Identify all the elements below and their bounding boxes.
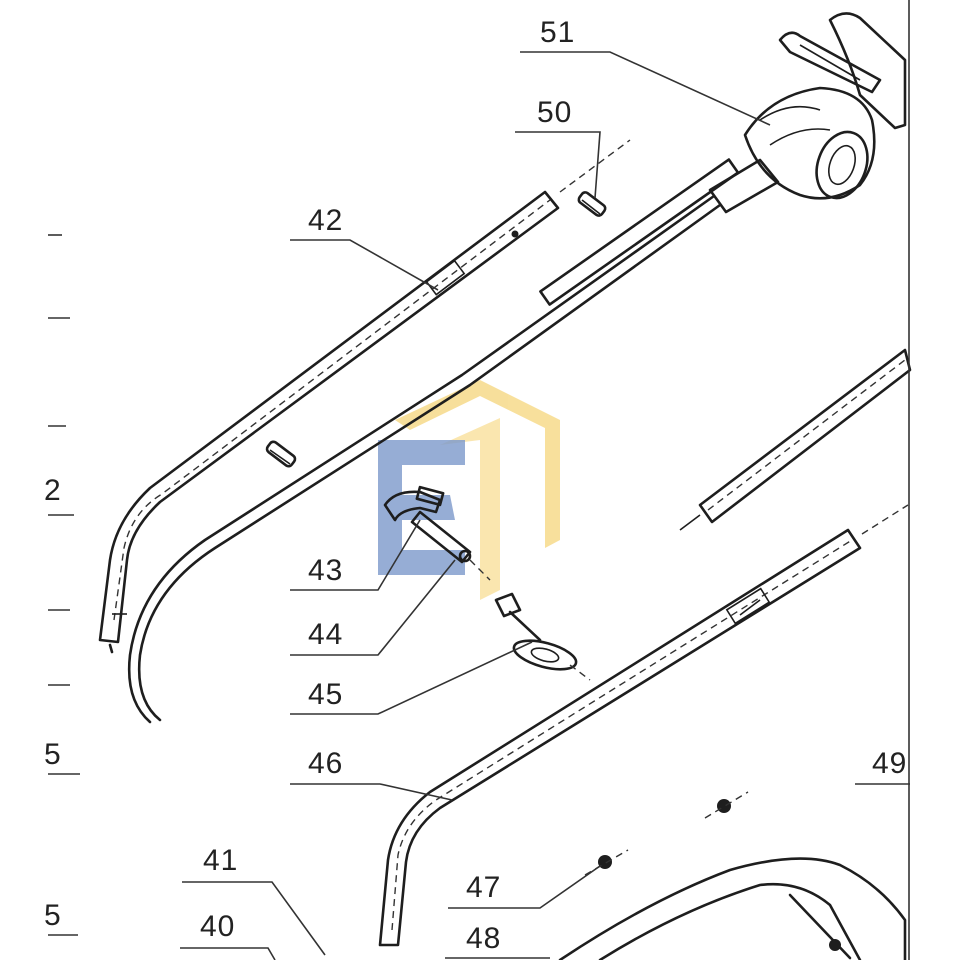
watermark-logo <box>378 380 560 600</box>
edge-mark-3: 5 <box>44 899 62 932</box>
label-48: 48 <box>466 922 501 955</box>
edge-mark-2: 5 <box>44 738 62 771</box>
label-41: 41 <box>203 844 238 877</box>
label-51: 51 <box>540 16 575 49</box>
part-46-lower-handle-tube <box>378 504 909 947</box>
part-42-upper-handle-tube <box>98 190 560 654</box>
part-51-throttle-cable <box>127 12 907 724</box>
part-48-lower-frame <box>558 857 907 960</box>
label-42: 42 <box>308 204 343 237</box>
edge-mark-1: 2 <box>44 474 62 507</box>
part-47-bolt <box>584 849 629 876</box>
right-mid-tube <box>679 348 912 531</box>
handle-clip-small <box>265 440 297 468</box>
part-43-44-cam-lever <box>383 485 491 581</box>
label-49: 49 <box>872 747 907 780</box>
label-46: 46 <box>308 747 343 780</box>
label-45: 45 <box>308 678 343 711</box>
label-47: 47 <box>466 871 501 904</box>
part-50-clip <box>559 139 631 217</box>
label-40: 40 <box>200 910 235 943</box>
label-50: 50 <box>537 96 572 129</box>
label-44: 44 <box>308 618 343 651</box>
part-45-knob <box>494 592 591 681</box>
label-43: 43 <box>308 554 343 587</box>
leader-lines <box>180 51 910 960</box>
part-49-bolt <box>704 791 749 819</box>
left-edge-ticks <box>48 234 80 936</box>
